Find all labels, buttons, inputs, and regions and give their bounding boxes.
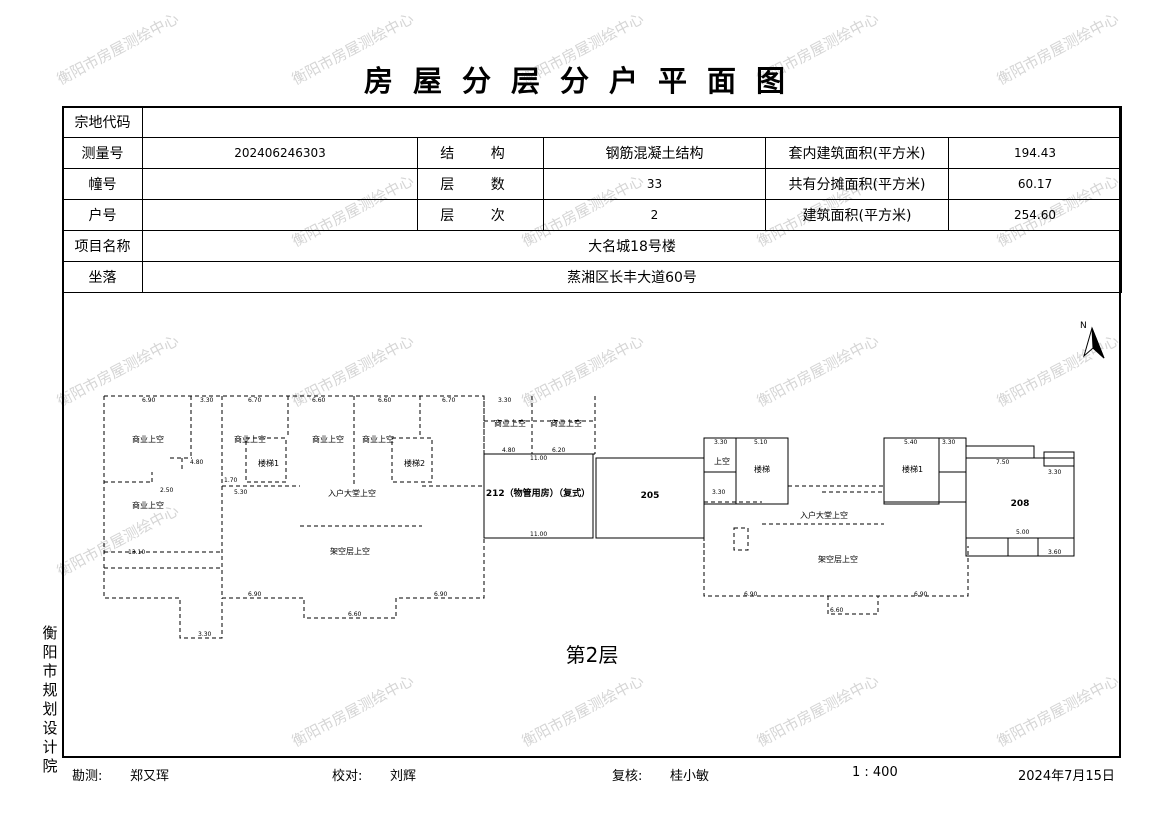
check-name: 刘辉 — [390, 769, 417, 784]
page-title: 房屋分层分户平面图 — [363, 64, 805, 98]
room-label: 商业上空 — [494, 418, 526, 428]
room-label: 楼梯2 — [404, 458, 425, 468]
location-value: 蒸湘区长丰大道60号 — [141, 261, 1123, 293]
room-label: 商业上空 — [550, 418, 582, 428]
scale: 1 : 400 — [852, 765, 898, 780]
project-label: 项目名称 — [62, 230, 143, 262]
project-value: 大名城18号楼 — [141, 230, 1123, 262]
room-label: 商业上空 — [132, 500, 164, 510]
room-label: 楼梯1 — [258, 458, 279, 468]
room-label: 商业上空 — [234, 434, 266, 444]
unit-212 — [483, 453, 594, 539]
unit-208-label: 208 — [1011, 499, 1030, 509]
survey-no-value: 202406246303 — [142, 137, 418, 169]
north-arrow: N — [1080, 321, 1105, 359]
unit-205-label: 205 — [641, 491, 660, 501]
dimension-label: 4.80 — [190, 459, 204, 466]
dimension-label: 3.30 — [712, 489, 726, 496]
drawing-frame — [62, 106, 1121, 758]
dimension-label: 11.00 — [530, 531, 547, 538]
dimension-label: 6.60 — [830, 607, 844, 614]
building-no-value — [142, 168, 418, 200]
unit-no-label: 户号 — [62, 199, 143, 231]
dimension-label: 2.50 — [160, 487, 174, 494]
floor-label: 第2层 — [566, 643, 619, 667]
room-label: 入户大堂上空 — [328, 488, 376, 498]
north-label: N — [1080, 321, 1087, 331]
room-label: 入户大堂上空 — [800, 510, 848, 520]
room-label: 商业上空 — [132, 434, 164, 444]
shared-area-value: 60.17 — [947, 168, 1123, 200]
dimension-label: 3.30 — [714, 439, 728, 446]
dimension-label: 3.30 — [200, 397, 214, 404]
unit-212-label: 212（物管用房）（复式） — [486, 487, 590, 499]
dimension-label: 6.60 — [378, 397, 392, 404]
floor-plan: N — [103, 321, 1105, 667]
dimension-label: 6.90 — [914, 591, 928, 598]
dimension-label: 5.10 — [754, 439, 768, 446]
dimension-label: 3.30 — [498, 397, 512, 404]
dimension-label: 4.80 — [502, 447, 516, 454]
dimension-label: 5.00 — [1016, 529, 1030, 536]
room-label: 楼梯1 — [902, 464, 923, 474]
table-row: 测量号 202406246303 结 构 钢筋混凝土结构 套内建筑面积(平方米)… — [62, 137, 1123, 169]
dimension-label: 3.60 — [1048, 549, 1062, 556]
dimension-label: 5.40 — [904, 439, 918, 446]
left-wing — [103, 395, 596, 639]
dimension-label: 6.90 — [434, 591, 448, 598]
parcel-code-label: 宗地代码 — [62, 106, 143, 138]
dimension-label: 3.30 — [1048, 469, 1062, 476]
middle-wing — [703, 446, 969, 615]
build-area-label: 建筑面积(平方米) — [765, 199, 949, 231]
table-row: 幢号 层 数 33 共有分摊面积(平方米) 60.17 — [62, 168, 1123, 200]
dimension-label: 13.10 — [128, 549, 145, 556]
review-name: 桂小敏 — [670, 769, 710, 784]
survey-name: 郑又珲 — [130, 769, 170, 784]
inner-area-label: 套内建筑面积(平方米) — [765, 137, 949, 169]
check-label: 校对: — [332, 769, 363, 784]
issuer-vertical-text: 衡阳市规划设计院 — [42, 624, 58, 775]
dimension-label: 6.90 — [142, 397, 156, 404]
table-row: 坐落 蒸湘区长丰大道60号 — [62, 261, 1123, 293]
dimension-label: 1.70 — [224, 477, 238, 484]
table-row: 项目名称 大名城18号楼 — [62, 230, 1123, 262]
dimension-label: 5.30 — [234, 489, 248, 496]
review-label: 复核: — [612, 769, 643, 784]
dimension-label: 3.30 — [942, 439, 956, 446]
dimension-label: 6.90 — [248, 591, 262, 598]
room-label: 楼梯 — [754, 464, 770, 474]
room-label: 上空 — [714, 456, 730, 466]
date: 2024年7月15日 — [1018, 769, 1115, 784]
room-label: 架空层上空 — [818, 554, 858, 564]
dimension-label: 6.20 — [552, 447, 566, 454]
structure-value: 钢筋混凝土结构 — [543, 137, 766, 169]
floors-value: 33 — [543, 168, 766, 200]
info-table: 宗地代码 测量号 202406246303 结 构 钢筋混凝土结构 套内建筑面积… — [62, 106, 1123, 293]
survey-label: 勘测: — [72, 769, 103, 784]
dimension-label: 6.90 — [744, 591, 758, 598]
dimension-label: 11.00 — [530, 455, 547, 462]
room-label: 商业上空 — [312, 434, 344, 444]
dimension-label: 6.70 — [442, 397, 456, 404]
shared-area-label: 共有分摊面积(平方米) — [765, 168, 949, 200]
room-label: 架空层上空 — [330, 546, 370, 556]
floors-label: 层 数 — [417, 168, 544, 200]
dimension-label: 7.50 — [996, 459, 1010, 466]
location-label: 坐落 — [62, 261, 143, 293]
dimension-label: 3.30 — [198, 631, 212, 638]
dimension-label: 6.60 — [312, 397, 326, 404]
dimension-label: 6.60 — [348, 611, 362, 618]
dimension-label: 6.70 — [248, 397, 262, 404]
room-label: 商业上空 — [362, 434, 394, 444]
